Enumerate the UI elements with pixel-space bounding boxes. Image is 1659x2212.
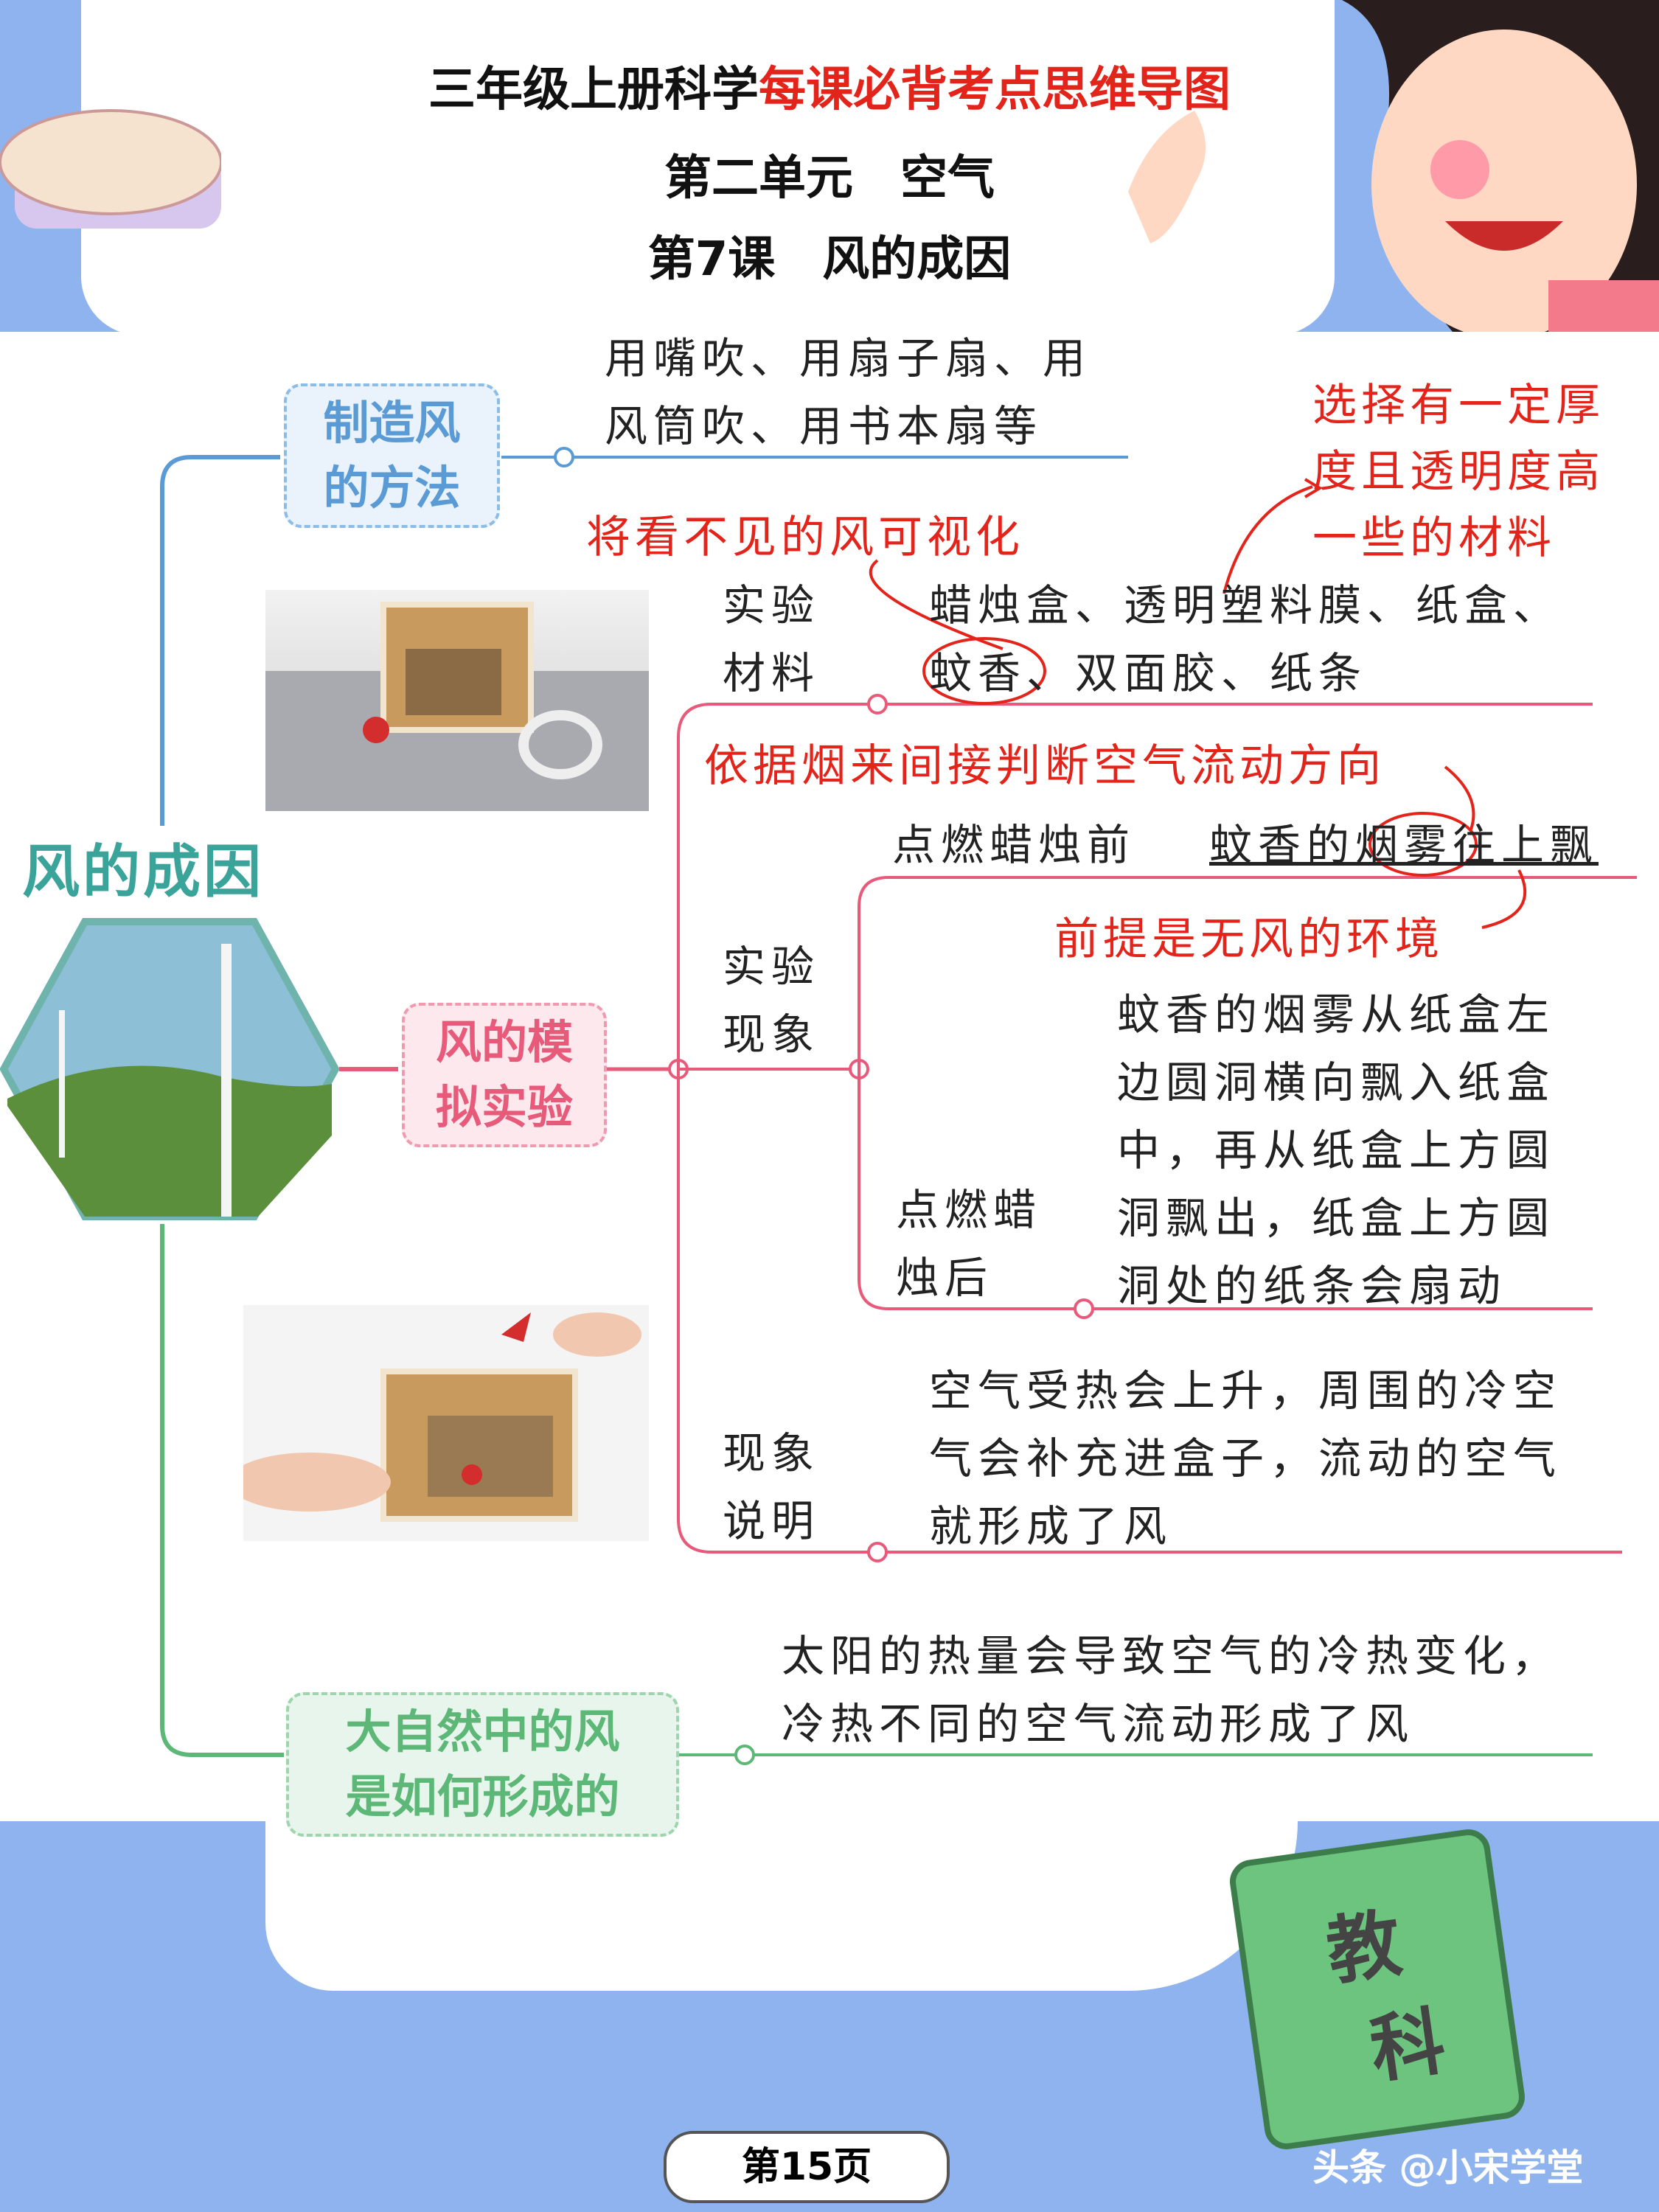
after-label: 点燃蜡烛后 [896,1185,1043,1303]
unit-title: 第二单元 空气 [664,151,995,206]
natural-wind-text: 太阳的热量会导致空气的冷热变化，冷热不同的空气流动形成了风 [782,1631,1561,1749]
science-book-illustration: 教 科 [1227,1826,1528,2152]
note-no-wind: 前提是无风的环境 [1054,914,1444,965]
lesson-title: 第7课 风的成因 [647,232,1012,287]
experiment-photo [229,1305,649,1541]
after-text: 蚊香的烟雾从纸盒左 边圆洞横向飘入纸盒 中，再从纸盒上方圆 洞飘出，纸盒上方圆 … [1117,990,1556,1311]
page-title: 三年级上册科学每课必背考点思维导图 [428,63,1231,117]
before-text: 蚊香的烟雾往上飘 [1209,820,1599,870]
explain-label: 现象说明 [723,1428,821,1546]
eraser-illustration [0,96,223,243]
cartoon-girl-illustration [1106,0,1659,339]
phenomenon-label: 实验现象 [723,942,821,1060]
before-label: 点燃蜡烛前 [892,820,1136,870]
candle-box-photo [265,590,649,811]
materials-label: 实验材料 [723,580,821,698]
book-char-2: 科 [1365,1997,1450,2094]
making-wind-methods: 用嘴吹、用扇子扇、用风筒吹、用书本扇等 [605,333,1092,451]
explain-text: 空气受热会上升，周围的冷空 气会补充进盒子，流动的空气 就形成了风 [929,1366,1562,1551]
note-visualize: 将看不见的风可视化 [586,512,1024,563]
root-title: 风的成因 [22,839,265,905]
watermark: 头条 @小宋学堂 [1312,2146,1584,2189]
page-number-badge: 第15页 [664,2131,950,2203]
footer-panel [265,1821,1298,1991]
materials-list: 蜡烛盒、透明塑料膜、纸盒、蚊香、双面胶、纸条 [929,580,1562,698]
note-smoke: 依据烟来间接判断空气流动方向 [704,740,1385,792]
wind-turbine-photo [0,914,340,1224]
book-char-1: 教 [1321,1899,1407,1996]
branch-label-natural-wind: 大自然中的风是如何形成的 [286,1692,679,1837]
branch-label-simulation: 风的模拟实验 [402,1003,607,1147]
note-material: 选择有一定厚 度且透明度高 一些的材料 [1312,380,1604,564]
header-panel [81,0,1335,335]
branch-label-making-wind: 制造风的方法 [284,383,500,528]
